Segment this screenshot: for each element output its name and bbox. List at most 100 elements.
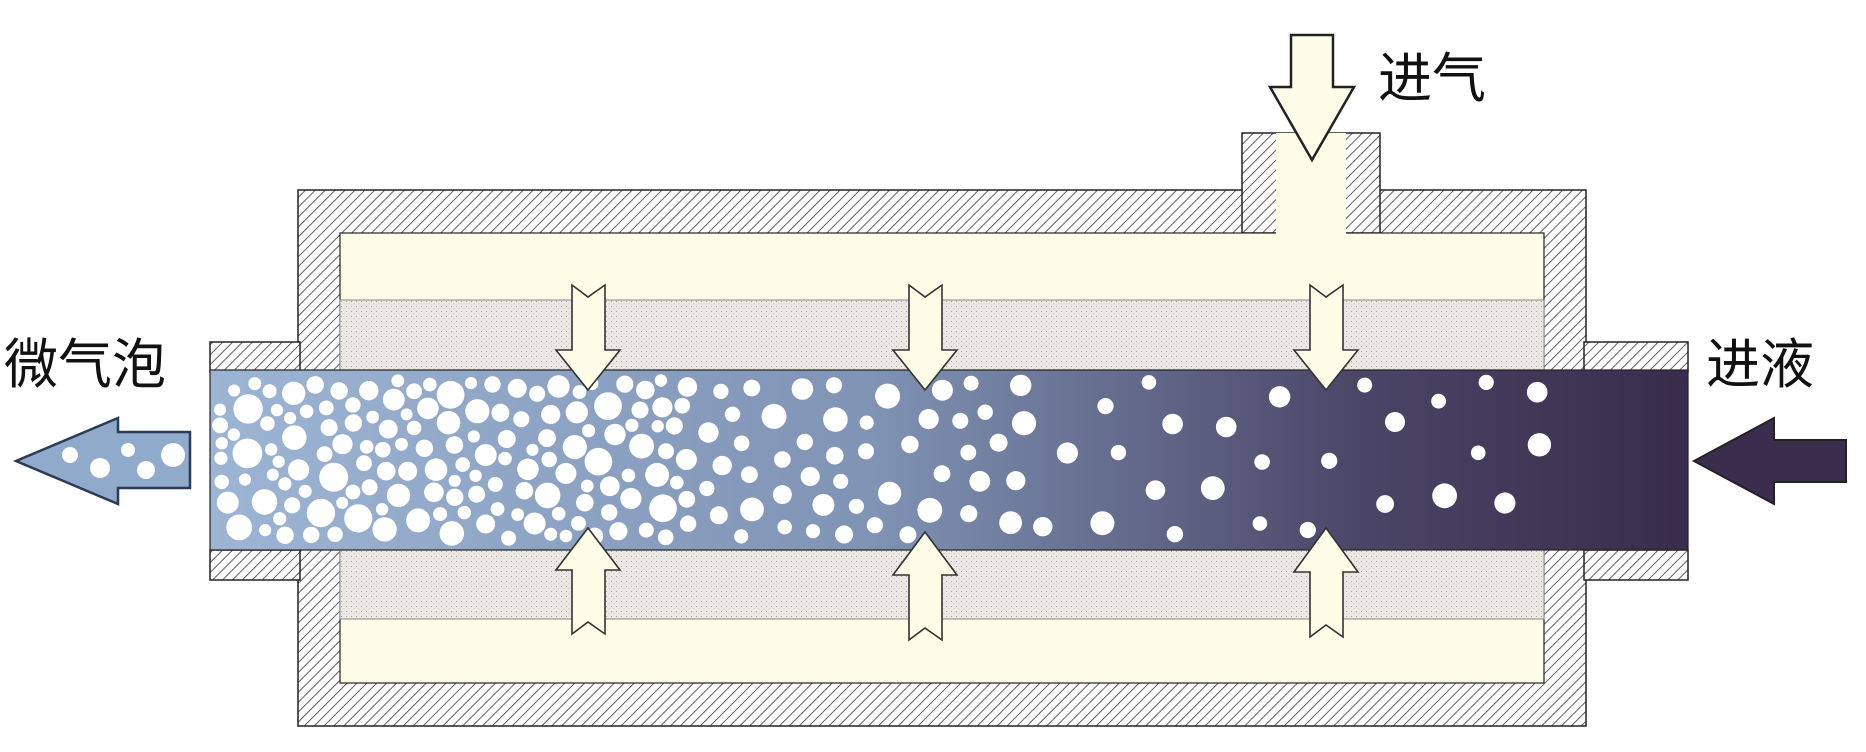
bubble — [266, 468, 279, 481]
bubble — [359, 381, 379, 401]
bubble — [678, 490, 696, 508]
bubble — [565, 401, 588, 424]
bubble — [796, 433, 813, 451]
bubble — [464, 377, 478, 390]
bubble — [468, 485, 486, 503]
bubble — [733, 435, 750, 452]
bubble — [675, 449, 697, 470]
bubble — [638, 522, 654, 538]
bubble — [582, 424, 596, 438]
bubble — [670, 475, 684, 490]
bubble — [901, 435, 919, 454]
bubble — [212, 417, 229, 434]
liquid-inlet-label: 进液 — [1706, 333, 1814, 396]
bubble — [1254, 454, 1270, 470]
arrow-left-icon — [1691, 416, 1847, 506]
bubble — [812, 493, 835, 516]
bubble — [455, 457, 471, 472]
bubble — [361, 479, 378, 496]
bubble — [214, 474, 229, 490]
bubble — [576, 493, 594, 512]
bubble — [977, 404, 993, 420]
arrow-up-icon — [554, 526, 622, 636]
bubble — [406, 508, 431, 533]
bubble — [272, 455, 285, 468]
bubble — [366, 410, 380, 424]
bubble — [282, 425, 307, 450]
bubble — [318, 400, 334, 416]
arrow-up-icon — [891, 530, 959, 642]
bubble — [1527, 433, 1552, 457]
bubble — [356, 455, 372, 472]
bubble — [1011, 411, 1037, 436]
bubble — [823, 407, 848, 432]
bubble — [445, 436, 464, 454]
arrow-down-icon — [891, 283, 959, 392]
bubble — [791, 378, 814, 400]
bubble — [541, 451, 557, 468]
bubble — [469, 469, 482, 482]
outlet-flange-bottom — [209, 549, 301, 581]
bubble — [952, 412, 969, 429]
bubble — [1097, 398, 1114, 415]
bubble — [629, 433, 654, 459]
bubble — [395, 437, 408, 451]
bubble — [306, 376, 325, 394]
bubble — [372, 517, 397, 542]
bubble — [382, 388, 405, 411]
bubble — [601, 504, 618, 521]
bubble — [417, 397, 439, 420]
bubble — [580, 479, 594, 493]
bubble — [265, 443, 278, 456]
bubble — [918, 409, 939, 430]
bubble — [213, 403, 227, 416]
bubble — [299, 404, 314, 419]
bubble — [538, 429, 556, 447]
bubble — [276, 526, 294, 544]
bubble — [359, 440, 374, 454]
bubble — [248, 377, 262, 391]
bubble — [652, 397, 673, 418]
bubble — [999, 511, 1022, 535]
bubble — [699, 480, 715, 497]
bubble — [378, 419, 398, 439]
bubble — [609, 522, 628, 541]
bubble — [284, 497, 301, 514]
bubble — [260, 416, 275, 431]
bubble — [584, 447, 613, 476]
bubble — [899, 526, 917, 544]
bubble — [636, 380, 655, 400]
bubble — [651, 420, 664, 433]
bubble — [1162, 413, 1183, 435]
bubble — [805, 524, 821, 539]
bubble — [332, 434, 353, 455]
arrow-up-icon — [1292, 526, 1360, 639]
bubble — [316, 446, 333, 462]
bubble — [709, 506, 728, 525]
bubble — [474, 444, 497, 467]
bubble — [345, 484, 361, 500]
bubble — [327, 526, 343, 542]
arrow-down-icon — [1292, 283, 1360, 392]
bubble — [960, 444, 977, 461]
bubble — [649, 494, 677, 523]
bubble — [398, 461, 418, 481]
bubble — [436, 410, 461, 435]
bubble — [386, 483, 411, 508]
bubble — [1110, 444, 1127, 461]
bubble — [724, 406, 741, 422]
bubble — [216, 491, 239, 514]
bubble — [1033, 517, 1053, 537]
bubble — [933, 465, 951, 483]
bubble — [507, 378, 527, 398]
bubble — [1215, 416, 1237, 438]
bubble — [303, 526, 320, 544]
bubble — [963, 375, 979, 391]
bubble — [1526, 381, 1548, 403]
bubble — [490, 502, 505, 516]
bubble — [562, 435, 587, 460]
bubble — [1006, 471, 1026, 491]
bubble — [457, 505, 471, 520]
bubble — [214, 451, 228, 465]
